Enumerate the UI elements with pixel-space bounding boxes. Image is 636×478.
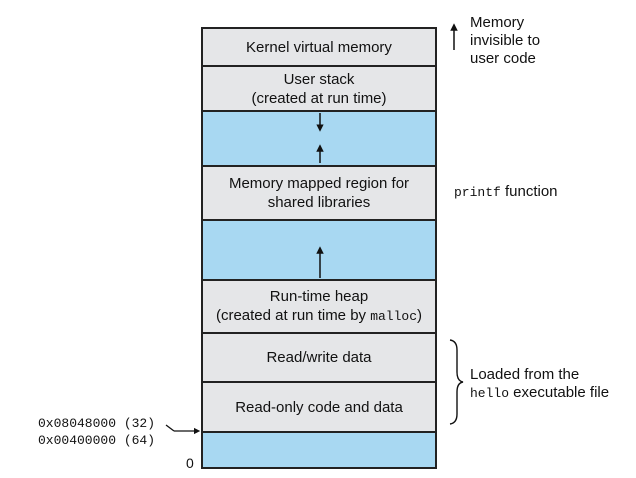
kernel-virtual-memory-segment: Kernel virtual memory [201,27,437,67]
loaded-from-hello-note: Loaded from the hello executable file [470,366,610,401]
run-time-heap-label: Run-time heap [269,288,369,305]
run-time-heap-sublabel: (created at run time by malloc) [215,307,423,324]
address-pointer-connector [165,424,175,432]
kernel-virtual-memory-label: Kernel virtual memory [246,38,392,56]
address-64bit-label: 0x00400000 (64) [38,433,156,448]
user-stack-label: User stack [283,70,355,88]
read-write-data-label: Read/write data [266,349,372,366]
address-32bit-label: 0x08048000 (32) [38,416,156,431]
unused-low-memory-segment [201,431,437,469]
address-zero-label: 0 [186,455,194,471]
memory-mapped-region-sublabel: shared libraries [267,194,371,211]
read-only-code-label: Read-only code and data [235,398,403,416]
kernel-invisible-note: Memory invisible to user code [470,14,541,67]
printf-function-note: printf function [454,183,558,200]
malloc-code: malloc [370,309,418,324]
read-write-data-segment: Read/write data [201,332,437,383]
loaded-region-brace [449,339,464,425]
printf-code: printf [454,185,501,200]
hello-code: hello [470,386,510,401]
user-stack-sublabel: (created at run time) [251,89,387,107]
run-time-heap-segment: Run-time heap (created at run time by ma… [201,279,437,334]
memory-mapped-region-label: Memory mapped region for [228,175,410,192]
